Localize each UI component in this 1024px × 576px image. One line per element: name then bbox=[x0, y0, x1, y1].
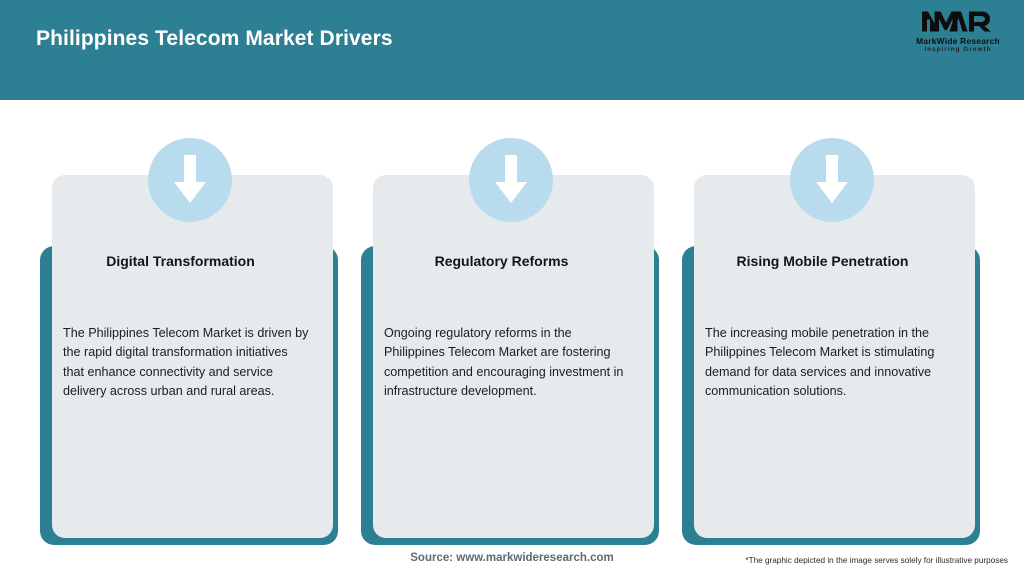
card-body-text: The Philippines Telecom Market is driven… bbox=[63, 326, 309, 399]
card-surface bbox=[52, 175, 333, 538]
brand-logo: MarkWide Research Inspiring Growth bbox=[910, 7, 1006, 59]
page-title: Philippines Telecom Market Drivers bbox=[36, 27, 393, 50]
logo-name: MarkWide Research bbox=[916, 36, 1000, 46]
down-arrow-glyph bbox=[495, 155, 527, 203]
down-arrow-icon bbox=[148, 138, 232, 222]
card-body-text: The increasing mobile penetration in the… bbox=[705, 326, 935, 399]
card-title: Regulatory Reforms bbox=[434, 253, 569, 269]
card-title: Digital Transformation bbox=[106, 253, 255, 269]
header-bar: Philippines Telecom Market Drivers MarkW… bbox=[0, 0, 1024, 100]
card-title: Rising Mobile Penetration bbox=[736, 253, 909, 269]
disclaimer-note: *The graphic depicted in the image serve… bbox=[745, 556, 1008, 565]
card-surface bbox=[373, 175, 654, 538]
drivers-card-group: Digital Transformation The Philippines T… bbox=[0, 100, 1024, 545]
card-surface bbox=[694, 175, 975, 538]
mwr-logomark-icon bbox=[922, 11, 991, 32]
card-body-text: Ongoing regulatory reforms in the Philip… bbox=[384, 326, 624, 399]
down-arrow-icon bbox=[469, 138, 553, 222]
down-arrow-icon bbox=[790, 138, 874, 222]
driver-card-digital-transformation[interactable]: Digital Transformation The Philippines T… bbox=[40, 100, 340, 545]
driver-card-regulatory-reforms[interactable]: Regulatory Reforms Ongoing regulatory re… bbox=[361, 100, 661, 545]
source-label: Source: www.markwideresearch.com bbox=[410, 552, 614, 564]
down-arrow-glyph bbox=[174, 155, 206, 203]
driver-card-rising-mobile-penetration[interactable]: Rising Mobile Penetration The increasing… bbox=[682, 100, 982, 545]
down-arrow-glyph bbox=[816, 155, 848, 203]
logo-tagline: Inspiring Growth bbox=[924, 46, 992, 53]
